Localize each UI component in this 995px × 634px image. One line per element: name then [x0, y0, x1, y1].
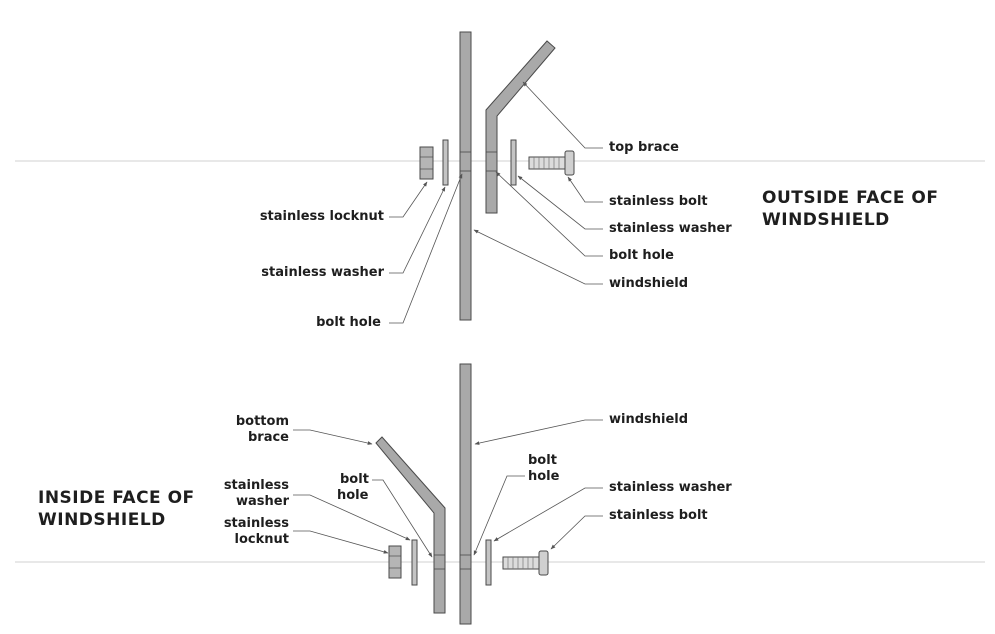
label-windshield: windshield — [609, 276, 689, 291]
label-stainless-bolt-inside: stainless bolt — [609, 508, 708, 523]
label-bolt-hole: bolt hole — [609, 248, 674, 263]
label-stainless-locknut-left-2: locknut — [234, 532, 289, 547]
label-stainless-washer-left-1: stainless — [223, 478, 289, 493]
label-bolt-hole-right-2: hole — [528, 469, 560, 484]
label-stainless-washer: stainless washer — [609, 221, 732, 236]
label-stainless-locknut: stainless locknut — [259, 209, 384, 224]
label-bottom-brace-1: bottom — [235, 414, 289, 429]
top-brace — [485, 40, 556, 214]
label-stainless-bolt: stainless bolt — [609, 194, 708, 209]
washer-right — [510, 139, 517, 186]
bolt-right-inside — [502, 550, 549, 576]
label-top-brace: top brace — [609, 140, 679, 155]
label-bolt-hole-left-1: bolt — [340, 472, 369, 487]
bolt-right — [528, 150, 575, 176]
label-bolt-hole-left-2: hole — [337, 488, 369, 503]
heading-inside-line2: WINDSHIELD — [38, 510, 166, 530]
washer-left — [442, 139, 449, 186]
windshield-panel-inside — [459, 363, 472, 625]
label-bottom-brace-2: brace — [247, 430, 289, 445]
label-stainless-washer-left-2: washer — [235, 494, 289, 509]
label-bolt-hole-right-1: bolt — [528, 453, 557, 468]
washer-right-inside — [485, 539, 492, 586]
heading-outside-line2: WINDSHIELD — [762, 210, 890, 230]
inside-assembly — [293, 363, 603, 625]
label-stainless-washer-left: stainless washer — [261, 265, 384, 280]
label-windshield-inside: windshield — [609, 412, 689, 427]
locknut-left-inside — [388, 545, 402, 579]
label-stainless-washer-inside: stainless washer — [609, 480, 732, 495]
label-stainless-locknut-left-1: stainless — [223, 516, 289, 531]
outside-assembly — [389, 31, 603, 324]
bottom-brace — [375, 436, 446, 614]
heading-inside-line1: INSIDE FACE OF — [38, 488, 195, 508]
windshield-panel — [459, 31, 472, 321]
label-bolt-hole-left: bolt hole — [316, 315, 381, 330]
washer-left-inside — [411, 539, 418, 586]
heading-outside-line1: OUTSIDE FACE OF — [762, 188, 939, 208]
locknut-left — [419, 146, 434, 180]
